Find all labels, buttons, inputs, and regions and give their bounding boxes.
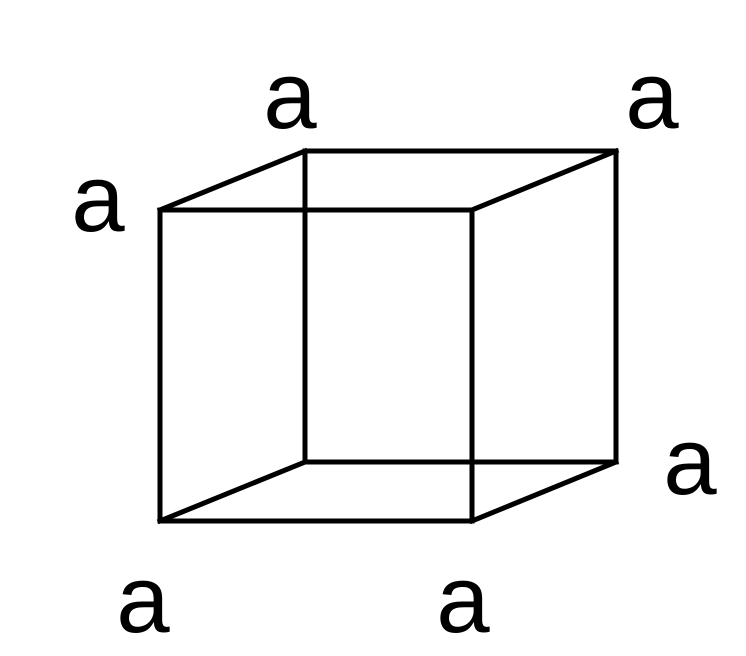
label-front-bottom-right: a [436, 546, 490, 653]
label-back-top-left: a [263, 42, 317, 149]
label-back-bottom-right: a [663, 408, 717, 515]
label-front-top-left: a [71, 145, 125, 252]
edge-connect-top-right [468, 147, 620, 214]
label-front-bottom-left: a [116, 546, 170, 653]
edge-connect-bottom-left [156, 458, 309, 525]
edge-connect-bottom-right [468, 458, 620, 525]
label-back-top-right: a [625, 42, 679, 149]
edge-connect-top-left [156, 147, 309, 214]
